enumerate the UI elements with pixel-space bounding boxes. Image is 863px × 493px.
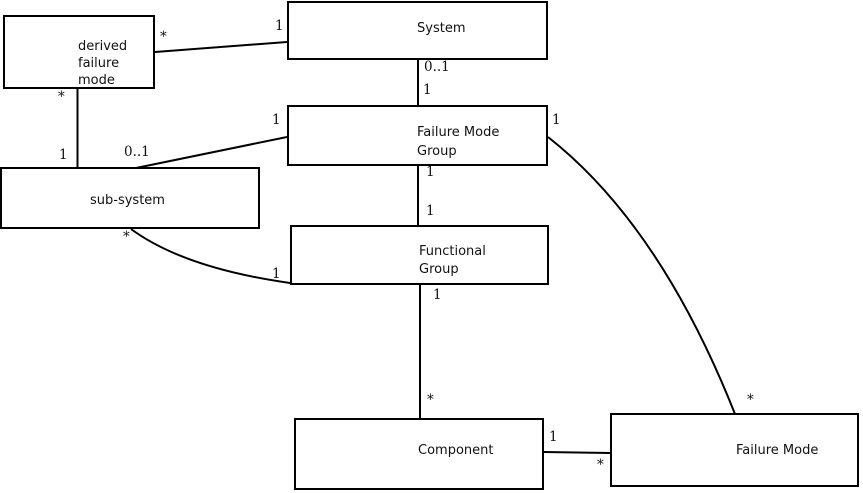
multiplicity-functional-group-left: 1 [272,266,281,282]
multiplicity-sub-system-to-fmg: 0..1 [124,144,150,160]
node-component: Component [294,418,544,490]
node-failure-mode-group: Failure Mode Group [287,105,548,166]
multiplicity-fmg-right: 1 [552,112,561,128]
multiplicity-component-right: 1 [549,429,558,445]
multiplicity-system-end: 1 [275,18,284,34]
multiplicity-functional-group-top: 1 [426,203,435,219]
node-system: System [287,1,548,60]
node-failure-mode: Failure Mode [610,413,859,487]
node-functional-group-label: Functional Group [419,244,486,277]
node-derived-failure-mode-label: derived failure mode [78,39,128,88]
edge-sub-system--failure-mode-group [135,136,288,169]
node-failure-mode-label: Failure Mode [736,443,819,458]
multiplicity-derived-failure-mode-bottom: * [58,89,65,105]
multiplicity-derived-failure-mode-end: * [160,29,167,45]
node-system-label: System [417,21,466,36]
multiplicity-sub-system-top: 1 [59,147,68,163]
multiplicity-sub-system-bottom: * [123,229,130,245]
multiplicity-fmg-left: 1 [272,112,281,128]
node-derived-failure-mode: derived failure mode [3,15,155,89]
node-sub-system-label: sub-system [90,193,165,208]
node-component-label: Component [418,443,494,458]
multiplicity-component-top: * [427,392,434,408]
multiplicity-failure-mode-left: * [597,457,604,473]
node-failure-mode-group-label: Failure Mode Group [417,125,500,159]
node-sub-system: sub-system [0,167,260,229]
node-functional-group: Functional Group [290,225,549,285]
edge-failure-mode-group--failure-mode [547,136,736,415]
edge-sub-system--functional-group [130,228,291,284]
multiplicity-fmg-top: 1 [423,82,432,98]
multiplicity-failure-mode-top: * [747,392,754,408]
edge-component--failure-mode [543,451,611,454]
multiplicity-fmg-bottom: 1 [426,164,435,180]
multiplicity-system-bottom: 0..1 [424,59,450,75]
edge-derived-failure-mode--system [154,41,288,53]
multiplicity-functional-group-bottom: 1 [433,287,442,303]
